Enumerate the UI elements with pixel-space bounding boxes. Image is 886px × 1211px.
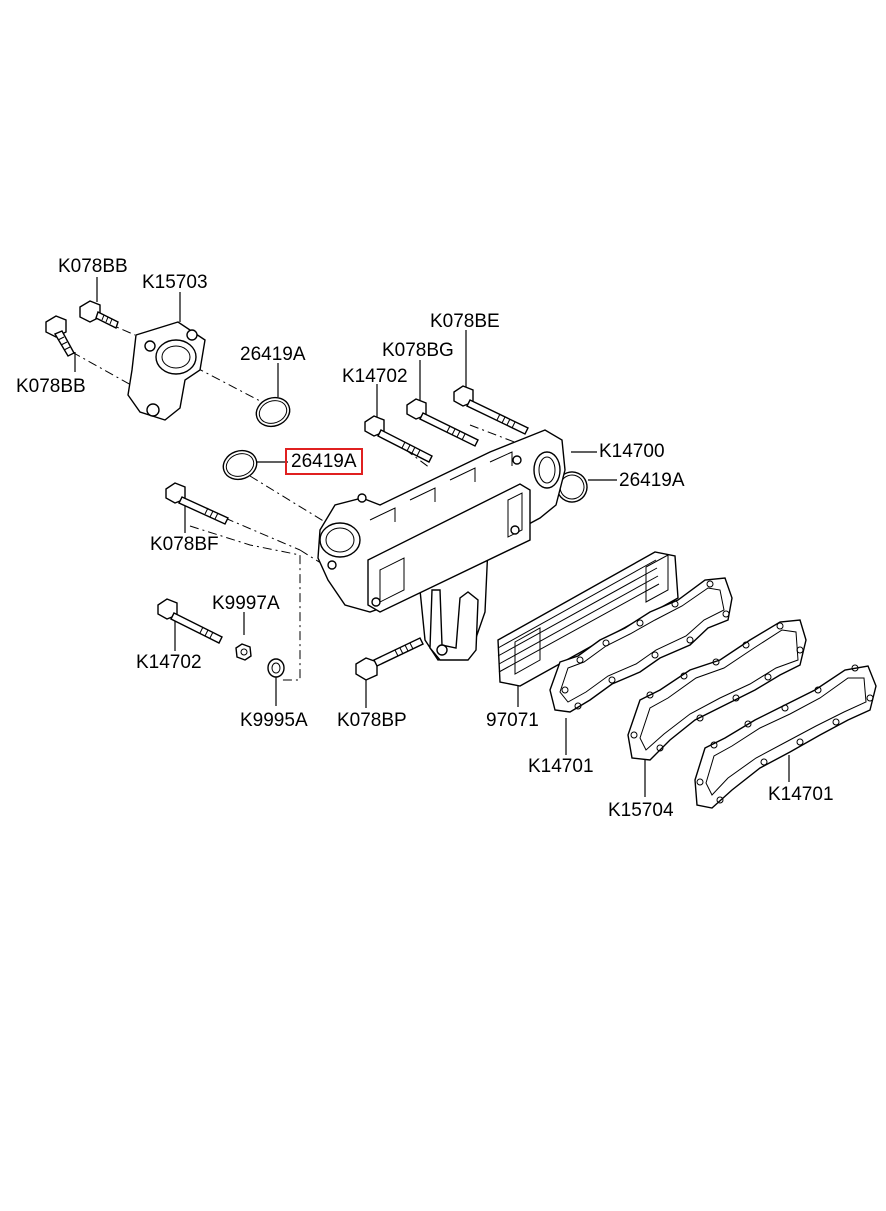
label-k078bb-left[interactable]: K078BB [16, 376, 86, 397]
label-k14701-right[interactable]: K14701 [768, 784, 834, 805]
gasket-k14701-right [694, 664, 877, 809]
label-k078bg[interactable]: K078BG [382, 340, 454, 361]
label-k14700[interactable]: K14700 [599, 441, 665, 462]
cover-plate-k15704 [627, 619, 807, 761]
bolt-k078bb-top [79, 300, 119, 329]
label-k9995a[interactable]: K9995A [240, 710, 308, 731]
label-k9997a[interactable]: K9997A [212, 593, 280, 614]
cooler-core-97071 [497, 551, 679, 687]
leader-lines [74, 277, 790, 797]
label-k15703[interactable]: K15703 [142, 272, 208, 293]
gasket-k14701-mid [549, 577, 733, 713]
outlet-flange-k15703 [127, 321, 206, 421]
label-26419a-upper[interactable]: 26419A [240, 344, 306, 365]
label-97071[interactable]: 97071 [486, 710, 539, 731]
label-k15704[interactable]: K15704 [608, 800, 674, 821]
o-ring-upper [255, 396, 291, 428]
label-k14701-mid[interactable]: K14701 [528, 756, 594, 777]
label-k078bf[interactable]: K078BF [150, 534, 219, 555]
nut-k9997a [235, 643, 252, 661]
label-26419a-highlighted[interactable]: 26419A [285, 448, 363, 475]
bolt-k14702-lower [157, 598, 223, 644]
bolt-k078bg [406, 398, 479, 447]
label-k078bp[interactable]: K078BP [337, 710, 407, 731]
bolt-k14702-upper [364, 415, 433, 463]
bolt-k078be [453, 385, 529, 435]
washer-k9995a [267, 658, 285, 678]
label-k078bb-top[interactable]: K078BB [58, 256, 128, 277]
cooler-housing-k14700 [317, 429, 566, 661]
bolt-k078bf [165, 482, 229, 525]
label-26419a-right[interactable]: 26419A [619, 470, 685, 491]
bolt-k078bp [355, 637, 424, 681]
label-k14702-lower[interactable]: K14702 [136, 652, 202, 673]
label-k14702-upper[interactable]: K14702 [342, 366, 408, 387]
bolt-k078bb-left [45, 315, 75, 357]
label-k078be[interactable]: K078BE [430, 311, 500, 332]
o-ring-right [556, 471, 588, 503]
o-ring-highlighted [222, 449, 258, 481]
